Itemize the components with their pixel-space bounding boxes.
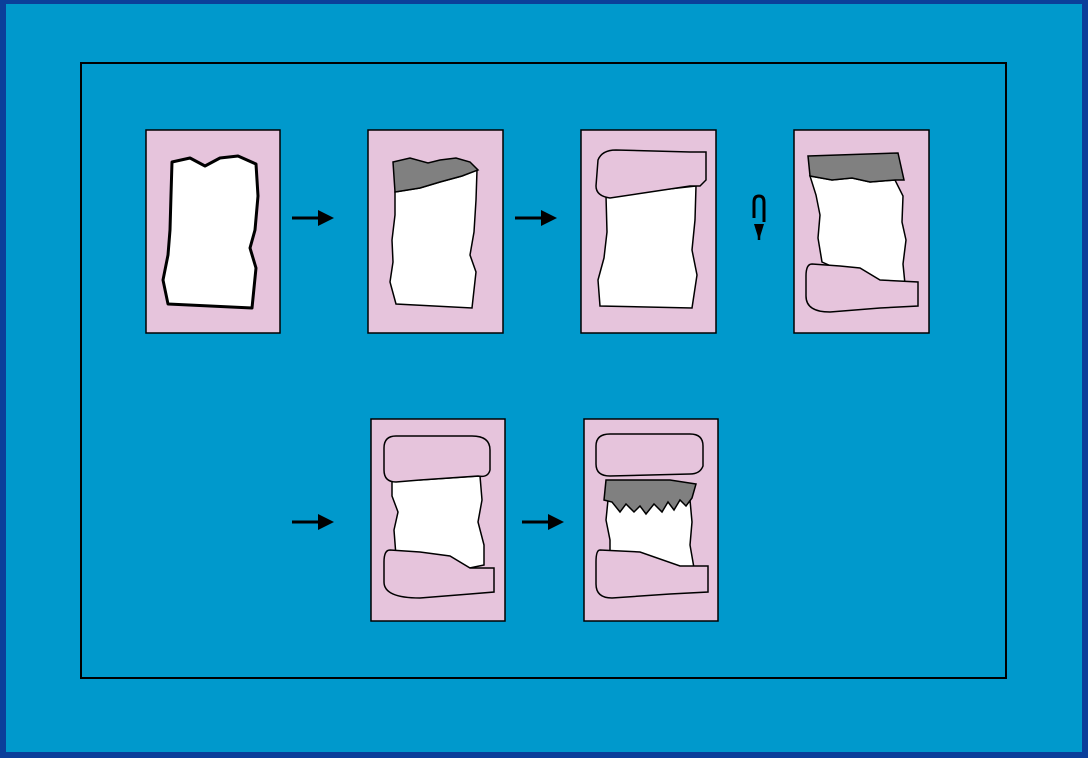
panel-6 (584, 419, 718, 621)
arrow-3 (292, 514, 334, 530)
panel-3-opening (598, 186, 697, 308)
panel-3 (581, 130, 716, 333)
arrow-4 (522, 514, 564, 530)
arrow-1 (292, 210, 334, 226)
panel-6-top-block (596, 434, 703, 476)
panel-1 (146, 130, 280, 333)
panel-4-shaded-layer (808, 153, 904, 182)
rotation-marker (754, 196, 764, 240)
panel-2 (368, 130, 503, 333)
process-diagram (6, 4, 1082, 756)
panel-1-opening (163, 156, 258, 308)
panel-4 (794, 130, 929, 333)
arrow-2 (515, 210, 557, 226)
panel-5-top-block (384, 436, 490, 482)
panel-5 (371, 419, 505, 621)
